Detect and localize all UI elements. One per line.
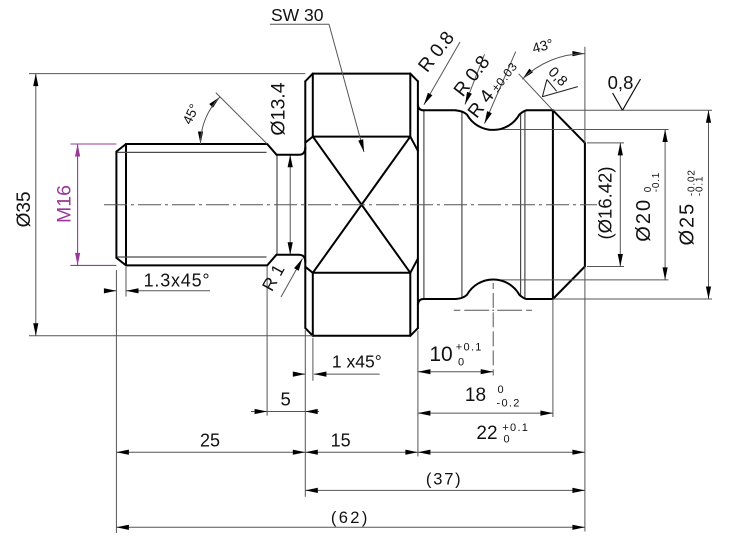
svg-text:43°: 43° xyxy=(530,35,555,56)
svg-text:0: 0 xyxy=(498,384,504,396)
svg-text:22: 22 xyxy=(476,423,497,444)
svg-text:+0.1: +0.1 xyxy=(456,341,483,353)
svg-text:M16: M16 xyxy=(53,185,75,223)
svg-text:(37): (37) xyxy=(426,471,463,489)
svg-text:Ø25: Ø25 xyxy=(677,202,699,246)
svg-text:Ø35: Ø35 xyxy=(14,191,35,227)
svg-text:0: 0 xyxy=(504,434,510,446)
svg-text:0: 0 xyxy=(643,186,654,192)
svg-text:-0.02: -0.02 xyxy=(687,169,698,196)
svg-text:(62): (62) xyxy=(331,509,370,527)
svg-text:25: 25 xyxy=(200,430,220,450)
svg-text:0,8: 0,8 xyxy=(608,72,634,93)
svg-text:Ø20: Ø20 xyxy=(633,198,655,242)
svg-text:0: 0 xyxy=(458,357,464,369)
svg-text:1.3x45°: 1.3x45° xyxy=(144,270,211,290)
svg-text:-0.2: -0.2 xyxy=(497,398,521,410)
svg-text:-0.1: -0.1 xyxy=(695,176,706,196)
svg-text:18: 18 xyxy=(465,385,486,406)
svg-text:Ø13.4: Ø13.4 xyxy=(268,82,290,135)
svg-text:10: 10 xyxy=(429,343,452,366)
svg-text:1 x45°: 1 x45° xyxy=(332,351,382,371)
svg-text:15: 15 xyxy=(331,430,351,450)
svg-text:SW 30: SW 30 xyxy=(271,5,324,25)
svg-text:(Ø16.42): (Ø16.42) xyxy=(595,166,616,239)
svg-text:+0.1: +0.1 xyxy=(502,422,529,434)
svg-text:-0.1: -0.1 xyxy=(651,172,662,192)
svg-text:5: 5 xyxy=(281,389,291,410)
